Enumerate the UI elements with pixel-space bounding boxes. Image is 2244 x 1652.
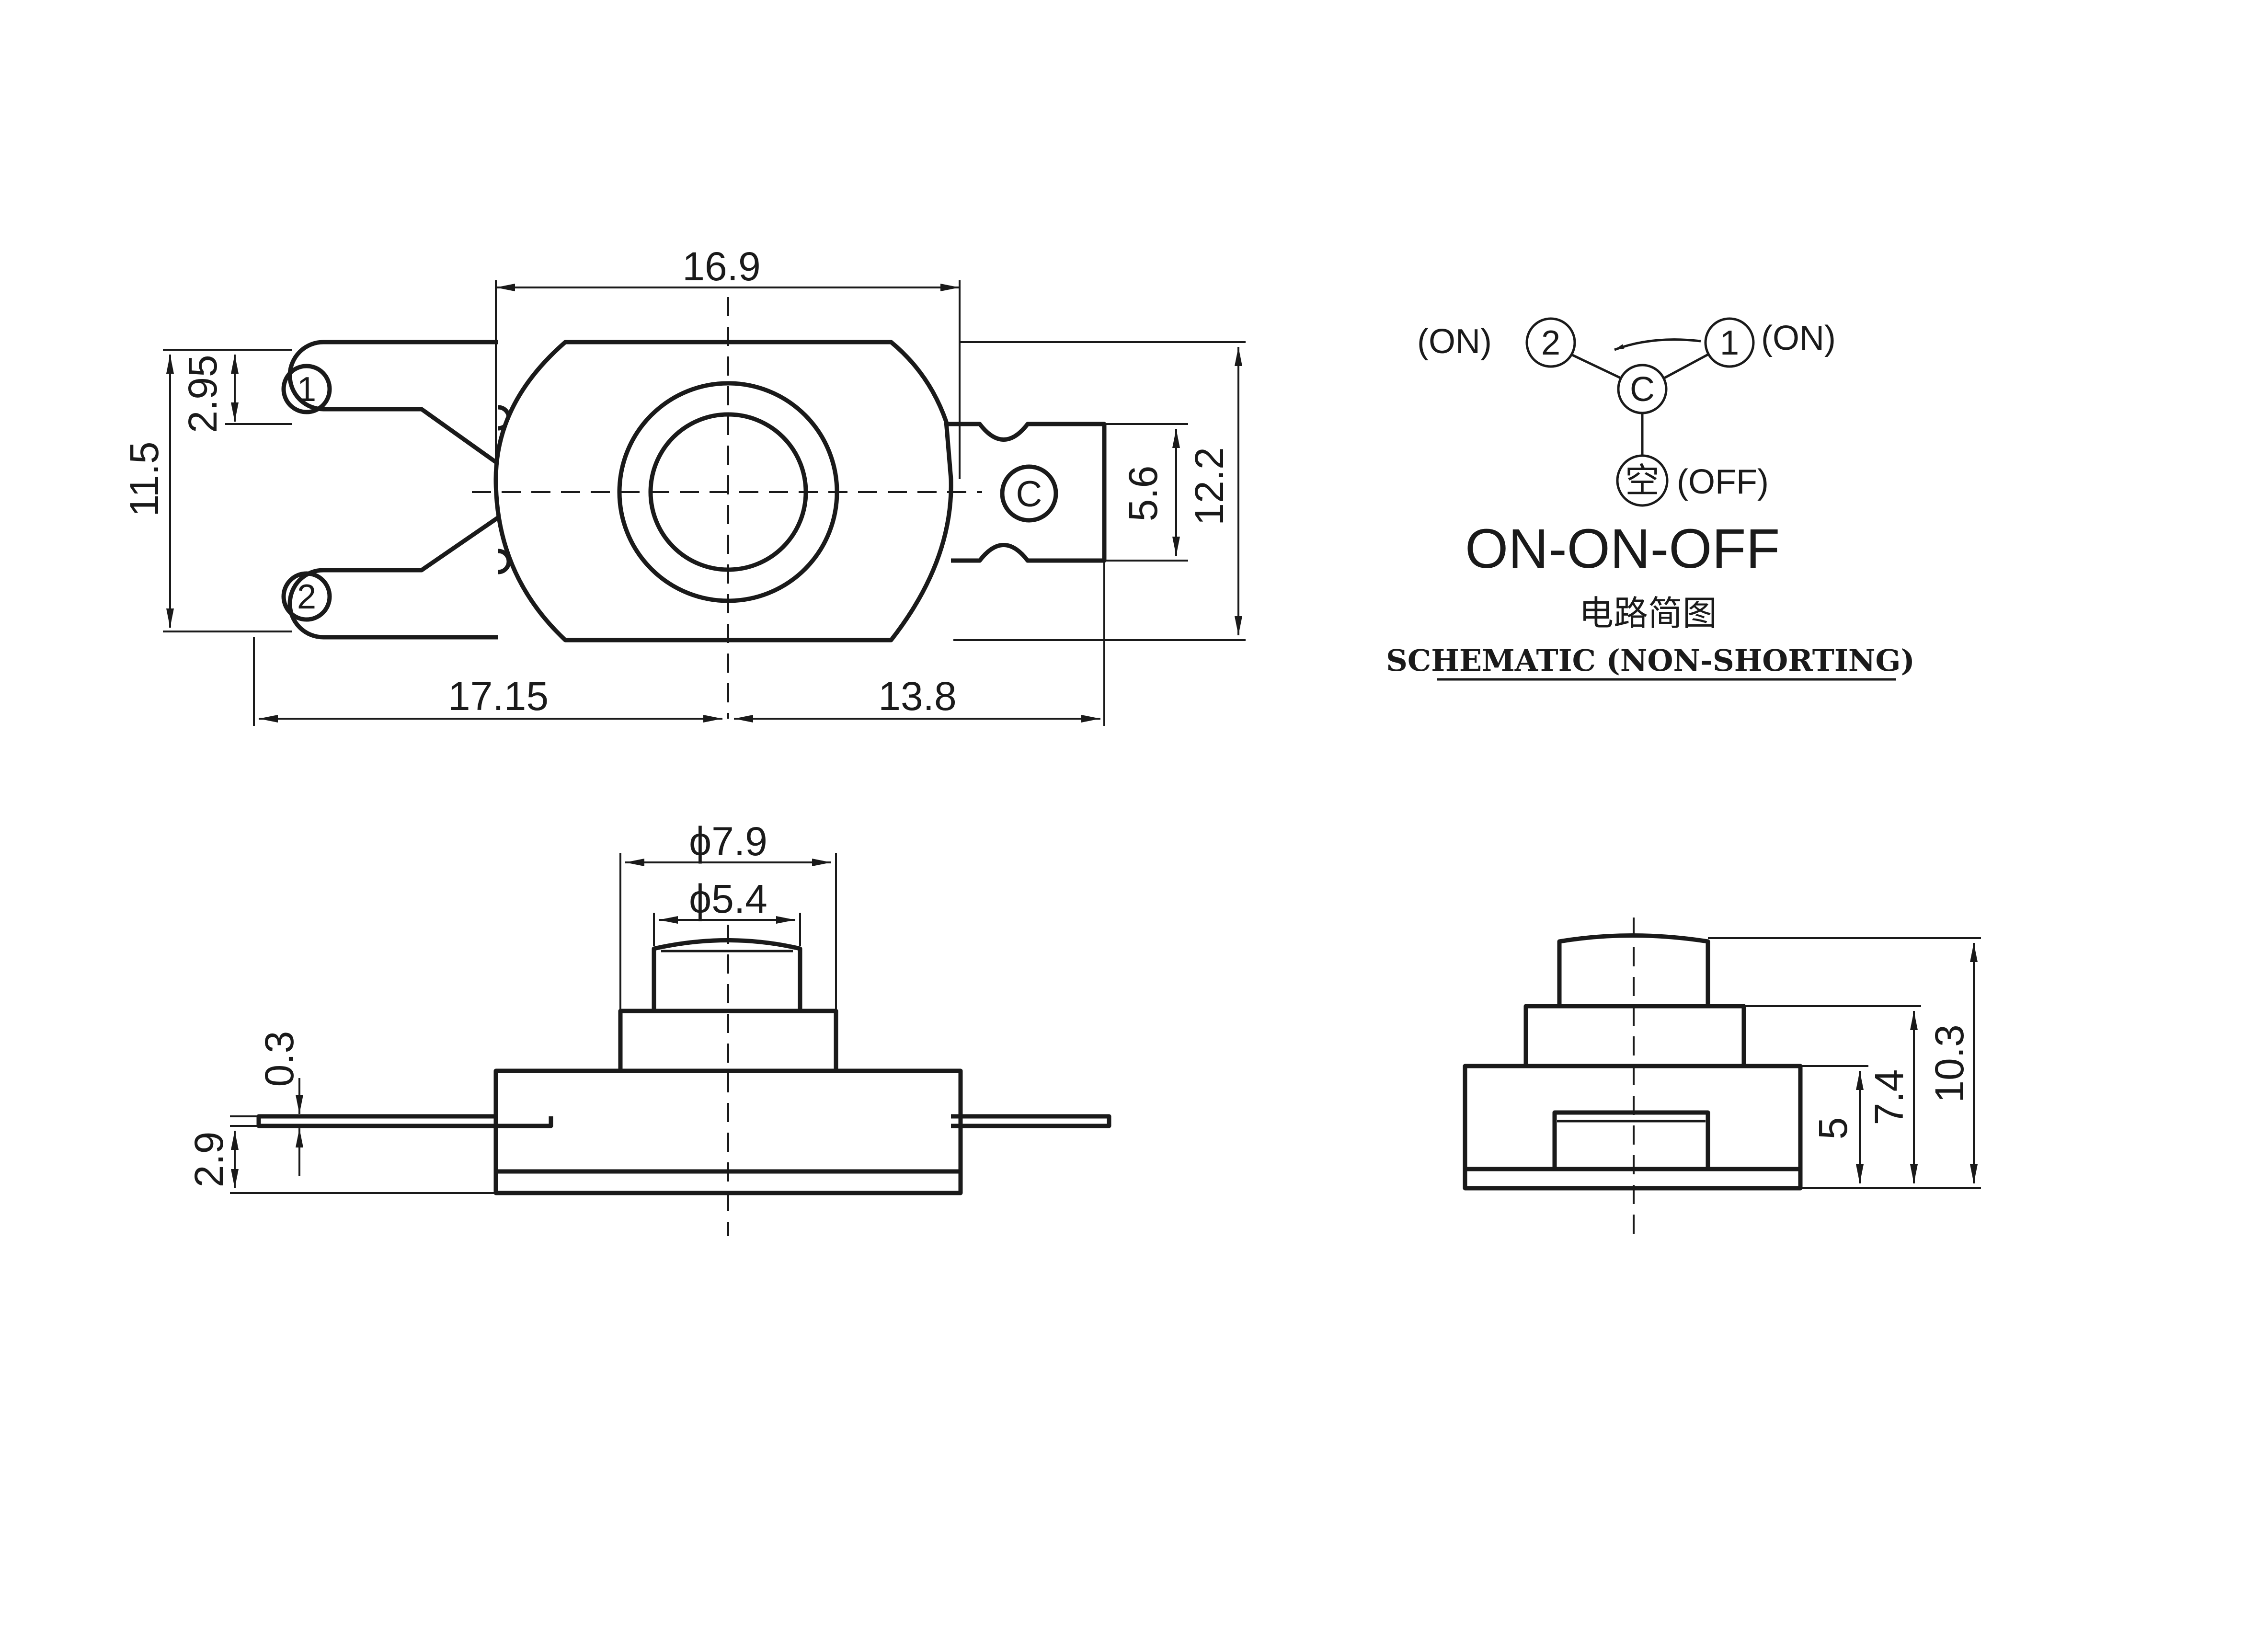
- node-2: 2: [1541, 324, 1560, 362]
- dim-2-95: 2.95: [180, 355, 225, 433]
- node-off: 空: [1625, 460, 1660, 501]
- label-off: (OFF): [1677, 463, 1769, 501]
- schematic: (ON) 2 1 (ON) C 空 (OFF) ON-ON-OFF 电路简图 S…: [1386, 317, 1915, 681]
- dim-11-5: 11.5: [122, 441, 167, 516]
- dim-terminal-height: 2.9: [186, 1132, 231, 1188]
- dim-height-10-3: 10.3: [1927, 1024, 1972, 1103]
- label-terminal-2: 2: [297, 578, 316, 616]
- dim-outer-diameter: ϕ7.9: [689, 819, 767, 864]
- label-on-left: (ON): [1417, 322, 1492, 361]
- mode-title: ON-ON-OFF: [1465, 517, 1780, 580]
- terminal-pin-2: [281, 516, 500, 640]
- dim-5-6: 5.6: [1121, 466, 1166, 522]
- dim-height-7-4: 7.4: [1866, 1069, 1912, 1125]
- terminal-pin-1: [281, 340, 500, 466]
- dim-terminal-thickness: 0.3: [257, 1031, 302, 1087]
- front-view: ϕ7.9 ϕ5.4 0.3 2.9: [186, 819, 1111, 1236]
- schematic-title-cn: 电路简图: [1579, 593, 1717, 633]
- dim-13-8: 13.8: [878, 674, 957, 719]
- schematic-title-en: SCHEMATIC (NON-SHORTING): [1386, 643, 1915, 678]
- dim-17-15: 17.15: [448, 674, 549, 719]
- terminal-tab-c: [946, 422, 1107, 563]
- dim-height-5: 5: [1810, 1117, 1855, 1140]
- label-terminal-1: 1: [297, 370, 316, 409]
- top-view: 16.9 2.95 11.5 5.6 12.2 17.15 13.8 1 2 C: [122, 244, 1246, 726]
- dim-inner-diameter: ϕ5.4: [689, 876, 767, 921]
- side-view: 5 7.4 10.3: [1463, 918, 1981, 1236]
- label-terminal-c: C: [1016, 474, 1042, 515]
- dim-12-2: 12.2: [1187, 447, 1232, 526]
- label-on-right: (ON): [1761, 319, 1836, 357]
- node-1: 1: [1720, 324, 1739, 362]
- dim-16-9: 16.9: [682, 244, 761, 289]
- node-c: C: [1630, 370, 1655, 409]
